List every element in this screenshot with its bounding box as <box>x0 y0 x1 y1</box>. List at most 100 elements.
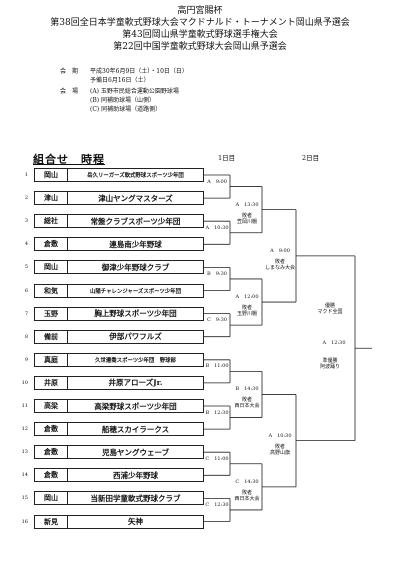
team-name: 西浦少年野球 <box>113 470 158 480</box>
team-row: 総社常盤クラブスポーツ少年団 <box>34 214 204 229</box>
team-row: 高梁高梁野球スポーツ少年団 <box>34 399 204 413</box>
venue-c: (C) 同補助球場（道路側） <box>90 106 162 113</box>
team-prefecture: 津山 <box>35 192 68 205</box>
winner-note: 優勝 <box>324 303 335 310</box>
match-slot: A 12:00 <box>235 294 259 301</box>
loser-note: 敗者 <box>241 489 252 496</box>
loser-note: 西日本大会 <box>234 495 260 502</box>
match-slot: A 13:30 <box>235 201 259 208</box>
seed-number: 10 <box>21 379 28 386</box>
seed-number: 11 <box>21 403 28 409</box>
team-prefecture: 備前 <box>35 330 68 343</box>
loser-note: 玉野川棚 <box>236 311 257 318</box>
loser-note: 笠岡川棚 <box>236 218 257 225</box>
seed-number: 5 <box>24 264 28 271</box>
seed-number: 6 <box>24 287 28 294</box>
team-row: 井原 井原アローズJr. <box>34 375 204 390</box>
loser-note: 敗者 <box>274 443 285 450</box>
seed-number: 2 <box>24 195 28 202</box>
venue-label: 会 場 <box>60 88 79 95</box>
match-slot: A 9:00 <box>207 178 227 185</box>
match-slot: C 9:30 <box>206 317 228 324</box>
seed-number: 14 <box>21 472 28 479</box>
tournament-title-3: 第22回中国学童軟式野球大会岡山県予選会 <box>113 42 287 52</box>
team-row: 和気 山陽チャレンジャーズスポーツ少年団 <box>34 283 204 298</box>
team-prefecture: 井原 <box>35 376 68 389</box>
team-name: 山陽チャレンジャーズスポーツ少年団 <box>90 288 181 295</box>
venue-a: (A) 玉野市民総合運動公園野球場 <box>90 88 179 95</box>
team-name: 常盤クラブスポーツ少年団 <box>90 216 181 226</box>
match-slot: C 12:30 <box>205 501 229 508</box>
team-name: 岳久リーガーズ軟式野球スポーツ少年団 <box>87 173 184 179</box>
team-prefecture: 和気 <box>35 284 68 297</box>
team-row: 津山 津山ヤングマスターズ <box>34 191 204 206</box>
loser-note: 敗者 <box>241 305 252 312</box>
match-slot: A 10:30 <box>268 432 292 439</box>
match-slot: A 10:30 <box>205 224 229 231</box>
team-prefecture: 玉野 <box>35 307 68 320</box>
team-name: 津山ヤングマスターズ <box>98 193 173 203</box>
day1-label: 1日目 <box>218 154 236 162</box>
venue-b: (B) 同補助球場（山側） <box>90 97 155 104</box>
loser-note: 敗者 <box>241 212 252 219</box>
seed-number: 4 <box>24 241 28 248</box>
team-prefecture: 倉敷 <box>35 469 68 482</box>
team-row: 倉敷連島南少年野球 <box>34 237 204 252</box>
team-row: 玉野 胸上野球スポーツ少年団 <box>34 306 204 321</box>
seed-number: 13 <box>21 449 28 456</box>
team-name: 矢神 <box>128 517 143 526</box>
match-slot: C 14:30 <box>235 478 259 485</box>
team-row: 岡山 当新田学童軟式野球クラブ <box>34 491 204 506</box>
period-label: 会 期 <box>60 68 79 75</box>
team-row: 倉敷 船穂スカイラークス <box>34 422 204 437</box>
team-prefecture: 新見 <box>35 515 68 528</box>
loser-note: 西日本大会 <box>234 403 260 410</box>
team-prefecture: 岡山 <box>35 169 68 181</box>
team-row: 倉敷 西浦少年野球 <box>34 468 204 483</box>
match-slot: A 9:00 <box>270 247 290 254</box>
team-prefecture: 岡山 <box>35 492 68 505</box>
team-prefecture: 岡山 <box>35 261 68 274</box>
team-name: 児島ヤングウェーブ <box>101 447 170 457</box>
winner-note: マクド全国 <box>317 309 343 316</box>
team-name: 当新田学童軟式野球クラブ <box>90 493 181 503</box>
team-name: 井原アローズJr. <box>108 378 163 388</box>
team-name: 久世遷喬スポーツ少年団 野球部 <box>95 357 176 364</box>
day2-label: 2日目 <box>302 154 320 162</box>
bracket-title: 組合せ 時程 <box>33 153 105 166</box>
seed-number: 12 <box>21 426 28 433</box>
runner-up-note: 準優勝 <box>322 358 338 365</box>
team-row: 新見 矢神 <box>34 514 204 529</box>
team-row: 真庭 久世遷喬スポーツ少年団 野球部 <box>34 352 204 367</box>
loser-note: 敗者 <box>241 397 252 404</box>
seed-number: 8 <box>24 333 28 340</box>
team-name: 連島南少年野球 <box>109 239 162 249</box>
seed-number: 9 <box>24 356 28 363</box>
team-prefecture: 倉敷 <box>35 423 68 436</box>
cup-title: 高円宮賜杯 <box>177 6 223 16</box>
tournament-title-1: 第38回全日本学童軟式野球大会マクドナルド・トーナメント岡山県予選会 <box>50 18 350 28</box>
loser-note: しまなみ大会 <box>264 264 295 271</box>
team-name: 胸上野球スポーツ少年団 <box>94 309 177 319</box>
seed-number: 1 <box>24 172 28 178</box>
seed-number: 15 <box>21 495 28 502</box>
team-row: 備前 伊部パワフルズ <box>34 329 204 344</box>
seed-number: 7 <box>24 310 28 317</box>
team-prefecture: 倉敷 <box>35 446 68 459</box>
period-value: 平成30年6月9日（土）・10日（日） <box>90 68 188 75</box>
team-name: 伊部パワフルズ <box>109 332 162 342</box>
team-name: 高梁野球スポーツ少年団 <box>94 401 177 411</box>
loser-note: 敗者 <box>274 258 285 265</box>
match-slot: B 14:30 <box>235 386 259 393</box>
team-row: 倉敷 児島ヤングウェーブ <box>34 445 204 460</box>
final-slot: A 12:30 <box>322 340 346 347</box>
team-prefecture: 真庭 <box>35 353 68 366</box>
team-name: 船穂スカイラークス <box>101 424 170 434</box>
match-slot: B 11:00 <box>205 363 229 370</box>
runner-up-note: 阿波踊り <box>319 364 340 371</box>
tournament-title-2: 第43回岡山県学童軟式野球選手権大会 <box>122 30 278 40</box>
team-name: 御津少年野球クラブ <box>101 262 170 272</box>
match-slot: B 9:30 <box>207 270 227 277</box>
match-slot: C 11:00 <box>205 455 229 462</box>
